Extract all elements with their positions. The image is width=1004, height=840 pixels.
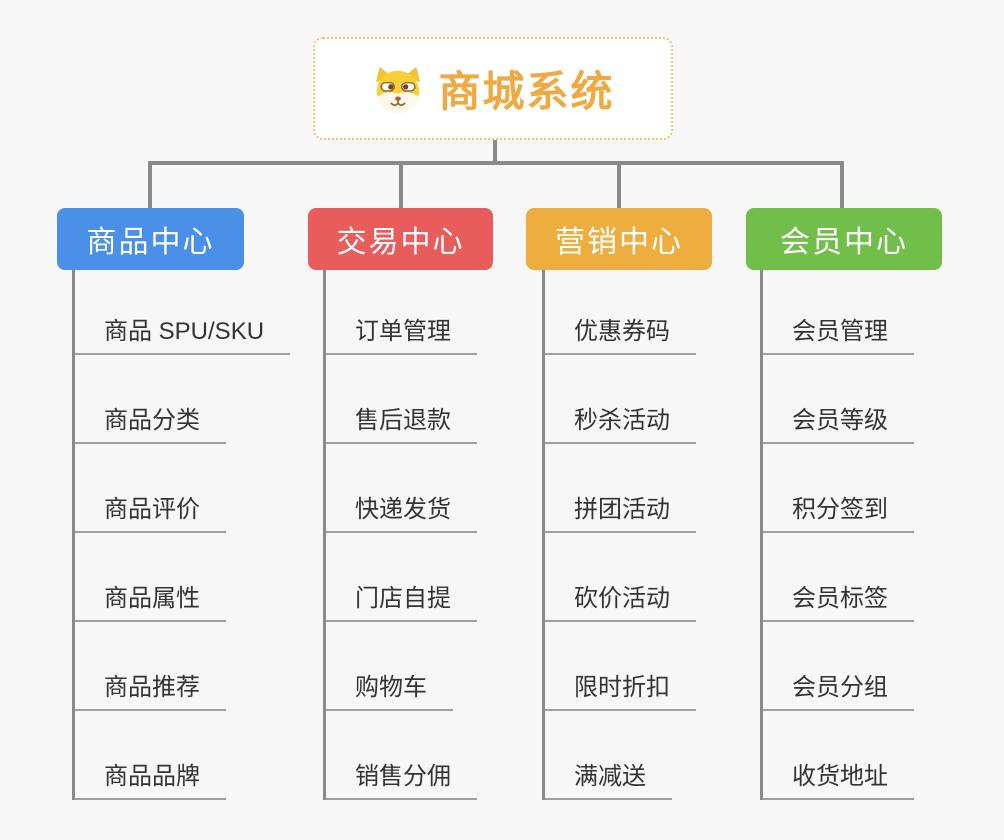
leaf-row: 订单管理 xyxy=(326,270,477,355)
leaf-item[interactable]: 商品属性 xyxy=(75,578,226,622)
leaf-row: 满减送 xyxy=(545,711,696,800)
leaf-item[interactable]: 销售分佣 xyxy=(326,756,477,800)
leaf-row: 商品推荐 xyxy=(75,622,290,711)
leaf-item[interactable]: 售后退款 xyxy=(326,400,477,444)
branch-drop-connector xyxy=(617,161,621,208)
leaf-row: 砍价活动 xyxy=(545,533,696,622)
leaf-row: 门店自提 xyxy=(326,533,477,622)
branch-label: 营销中心 xyxy=(555,226,683,259)
leaf-item[interactable]: 商品推荐 xyxy=(75,667,226,711)
branch-header-marketing[interactable]: 营销中心 xyxy=(526,208,712,270)
leaf-row: 商品评价 xyxy=(75,444,290,533)
leaf-item[interactable]: 快递发货 xyxy=(326,489,477,533)
leaf-row: 会员标签 xyxy=(763,533,914,622)
leaf-item[interactable]: 积分签到 xyxy=(763,489,914,533)
leaf-item[interactable]: 满减送 xyxy=(545,756,672,800)
branch-drop-connector xyxy=(840,161,844,208)
leaf-row: 限时折扣 xyxy=(545,622,696,711)
root-node[interactable]: 商城系统 xyxy=(313,37,673,140)
leaf-row: 售后退款 xyxy=(326,355,477,444)
leaf-item[interactable]: 商品 SPU/SKU xyxy=(75,311,291,355)
leaf-item[interactable]: 秒杀活动 xyxy=(545,400,696,444)
leaf-item[interactable]: 会员标签 xyxy=(763,578,914,622)
leaf-item[interactable]: 收货地址 xyxy=(763,756,914,800)
leaf-item[interactable]: 订单管理 xyxy=(326,311,477,355)
horizontal-connector xyxy=(148,161,844,165)
leaf-column-members: 会员管理会员等级积分签到会员标签会员分组收货地址 xyxy=(760,270,914,800)
leaf-row: 销售分佣 xyxy=(326,711,477,800)
leaf-row: 商品 SPU/SKU xyxy=(75,270,291,355)
branch-drop-connector xyxy=(399,161,403,208)
leaf-row: 优惠券码 xyxy=(545,270,696,355)
leaf-row: 会员分组 xyxy=(763,622,914,711)
leaf-row: 收货地址 xyxy=(763,711,914,800)
leaf-column-products: 商品 SPU/SKU 商品分类商品评价商品属性商品推荐商品品牌 xyxy=(72,270,291,800)
leaf-item[interactable]: 商品评价 xyxy=(75,489,226,533)
branch-label: 商品中心 xyxy=(86,226,215,259)
leaf-item[interactable]: 会员管理 xyxy=(763,311,914,355)
leaf-item[interactable]: 拼团活动 xyxy=(545,489,696,533)
leaf-item[interactable]: 优惠券码 xyxy=(545,311,696,355)
leaf-item[interactable]: 购物车 xyxy=(326,667,453,711)
leaf-row: 会员管理 xyxy=(763,270,914,355)
leaf-column-marketing: 优惠券码秒杀活动拼团活动砍价活动限时折扣满减送 xyxy=(542,270,696,800)
branch-header-members[interactable]: 会员中心 xyxy=(746,208,942,270)
leaf-item[interactable]: 商品分类 xyxy=(75,400,226,444)
branch-header-products[interactable]: 商品中心 xyxy=(57,208,244,270)
branch-label: 交易中心 xyxy=(336,226,465,259)
leaf-row: 商品属性 xyxy=(75,533,290,622)
branch-header-trade[interactable]: 交易中心 xyxy=(308,208,493,270)
leaf-row: 购物车 xyxy=(326,622,477,711)
leaf-column-trade: 订单管理售后退款快递发货门店自提购物车销售分佣 xyxy=(323,270,477,800)
branch-label: 会员中心 xyxy=(780,226,908,259)
leaf-row: 快递发货 xyxy=(326,444,477,533)
root-title: 商城系统 xyxy=(438,68,615,115)
leaf-item[interactable]: 门店自提 xyxy=(326,578,477,622)
leaf-item[interactable]: 会员分组 xyxy=(763,667,914,711)
leaf-row: 商品品牌 xyxy=(75,711,290,800)
leaf-row: 秒杀活动 xyxy=(545,355,696,444)
leaf-row: 商品分类 xyxy=(75,355,290,444)
leaf-row: 会员等级 xyxy=(763,355,914,444)
doge-icon xyxy=(371,64,425,114)
leaf-item[interactable]: 砍价活动 xyxy=(545,578,696,622)
branch-drop-connector xyxy=(148,161,152,208)
leaf-item[interactable]: 限时折扣 xyxy=(545,667,696,711)
leaf-item[interactable]: 会员等级 xyxy=(763,400,914,444)
root-stem-connector xyxy=(493,139,497,165)
leaf-row: 积分签到 xyxy=(763,444,914,533)
leaf-item[interactable]: 商品品牌 xyxy=(75,756,226,800)
leaf-row: 拼团活动 xyxy=(545,444,696,533)
